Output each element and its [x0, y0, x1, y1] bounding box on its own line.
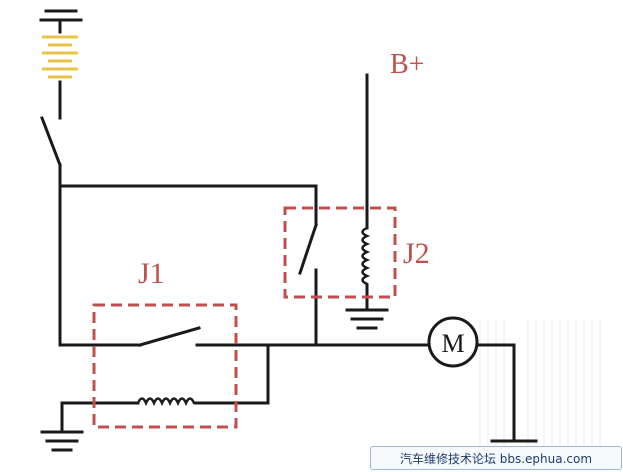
j2-coil [361, 226, 371, 289]
watermark-text: 汽车维修技术论坛 bbs.ephua.com [399, 451, 593, 466]
j1-relay-box [92, 303, 238, 429]
main-switch [40, 80, 62, 188]
top-ground-symbol [39, 9, 83, 34]
watermark-banner: 汽车维修技术论坛 bbs.ephua.com [370, 446, 622, 470]
battery-symbol [42, 35, 78, 79]
j2-switch-contact [298, 223, 318, 275]
bottom-ground-symbol [40, 430, 84, 452]
j1-coil [136, 397, 196, 407]
b-plus-label: B+ [390, 49, 424, 80]
motor-label: M [441, 329, 464, 358]
background-stripes [479, 320, 601, 450]
j2-ground-symbol [345, 308, 389, 330]
j2-label: J2 [403, 237, 430, 270]
j2-relay-box [283, 206, 397, 299]
circuit-wires [58, 73, 516, 442]
j1-label: J1 [138, 257, 165, 290]
j1-switch-contact [138, 326, 201, 347]
motor-symbol: M [427, 316, 479, 368]
